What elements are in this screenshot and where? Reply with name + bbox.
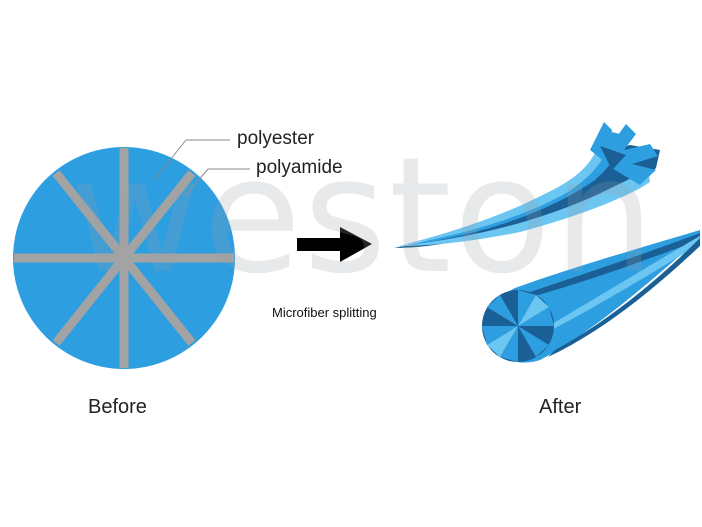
lower-fiber-stripe-2: [540, 236, 700, 336]
polyamide-spokes: [14, 148, 234, 368]
before-cross-section: [13, 139, 250, 369]
upper-fiber-tips: [590, 122, 658, 185]
after-label: After: [539, 396, 582, 418]
polyester-label: polyester: [237, 128, 315, 149]
polyamide-leader: [185, 168, 209, 196]
lower-fiber: [482, 230, 700, 363]
before-label: Before: [88, 396, 147, 418]
lower-fiber-stripe-1: [520, 233, 700, 300]
upper-fiber-core: [600, 146, 626, 170]
upper-split-fiber: [394, 122, 660, 248]
polyamide-label: polyamide: [256, 157, 343, 178]
process-label: Microfiber splitting: [272, 305, 377, 320]
polyamide-spoke-diagonal-2: [52, 170, 196, 346]
lower-fiber-cross-section: [482, 290, 554, 362]
polyester-leader: [153, 139, 187, 181]
upper-fiber-strand-2: [398, 170, 650, 246]
upper-fiber-strand-1: [396, 132, 621, 247]
upper-fiber-strand-3: [402, 140, 607, 245]
process-arrow-icon: [297, 227, 372, 262]
